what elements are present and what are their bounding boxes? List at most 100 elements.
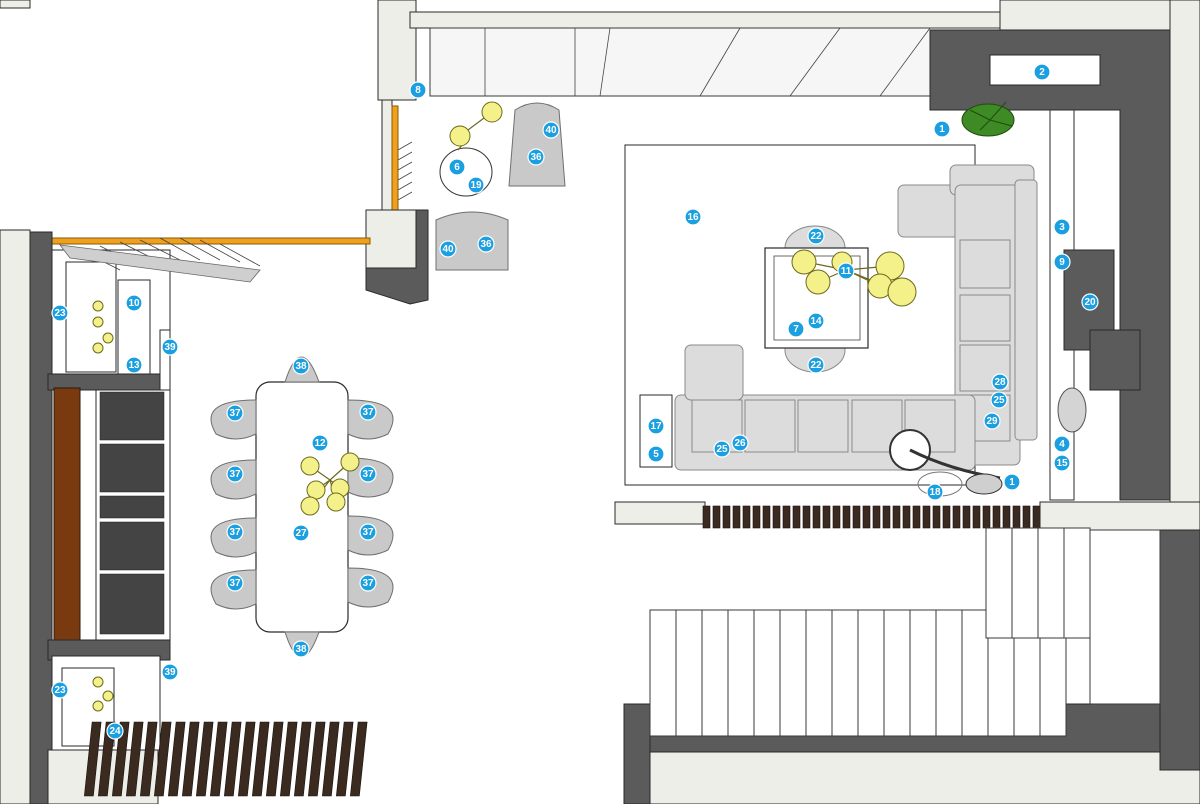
tag-number: 37 (362, 527, 374, 538)
stair-tread (805, 609, 833, 737)
divider-slat (862, 505, 871, 529)
bench-slat (182, 721, 200, 797)
divider-slat (1022, 505, 1031, 529)
label-tag-2: 2 (1033, 63, 1051, 81)
label-tag-37: 37 (226, 465, 244, 483)
stair-tread (1011, 527, 1039, 639)
divider-slat (722, 505, 731, 529)
bench-slat (252, 721, 270, 797)
tag-badge (837, 262, 855, 280)
tag-badge (1033, 63, 1051, 81)
tag-number: 9 (1059, 257, 1065, 268)
bench-slat (280, 721, 298, 797)
tag-number: 27 (295, 528, 307, 539)
label-tag-25: 25 (990, 391, 1008, 409)
divider-slat (1002, 505, 1011, 529)
tag-number: 23 (54, 308, 66, 319)
tag-badge (292, 640, 310, 658)
divider-slat (952, 505, 961, 529)
stair-tread (935, 609, 963, 737)
bench-slat (336, 721, 354, 797)
label-tag-37: 37 (226, 404, 244, 422)
right-upper-wall (929, 0, 1200, 521)
divider-slat (992, 505, 1001, 529)
label-tag-37: 37 (359, 523, 377, 541)
label-tag-38: 38 (292, 357, 310, 375)
tag-number: 13 (128, 360, 140, 371)
tag-number: 28 (994, 377, 1006, 388)
tag-badge (647, 445, 665, 463)
stair-tread (961, 609, 989, 737)
tag-badge (1053, 253, 1071, 271)
bench-slat (210, 721, 228, 797)
tag-badge (477, 235, 495, 253)
divider-slat (922, 505, 931, 529)
tag-badge (807, 356, 825, 374)
label-tag-9: 9 (1053, 253, 1071, 271)
label-tag-39: 39 (161, 338, 179, 356)
divider-slats (702, 505, 1041, 529)
tag-badge (51, 304, 69, 322)
tag-badge (731, 434, 749, 452)
tag-badge (1003, 473, 1021, 491)
label-tag-7: 7 (787, 320, 805, 338)
wall-sconces (92, 300, 114, 712)
tag-number: 17 (650, 421, 662, 432)
divider-slat (932, 505, 941, 529)
divider-slat (842, 505, 851, 529)
bench-slat (350, 721, 368, 797)
entry-wall (365, 99, 429, 305)
shoe-rack-hatch (397, 141, 413, 201)
divider-slat (942, 505, 951, 529)
tag-badge (106, 722, 124, 740)
label-tag-27: 27 (292, 524, 310, 542)
tag-number: 22 (810, 231, 822, 242)
tag-number: 12 (314, 438, 326, 449)
label-tag-13: 13 (125, 356, 143, 374)
divider-slat (962, 505, 971, 529)
bench-slat (140, 721, 158, 797)
bench-slat (112, 721, 130, 797)
bench-slat (238, 721, 256, 797)
tag-number: 39 (164, 342, 176, 353)
stair-tread (675, 609, 703, 737)
label-tag-23: 23 (51, 681, 69, 699)
tag-number: 7 (793, 324, 799, 335)
label-tag-28: 28 (991, 373, 1009, 391)
floor-lamp-arc (889, 429, 1003, 497)
stair-landing (1089, 529, 1161, 705)
divider-slat (882, 505, 891, 529)
label-tag-29: 29 (983, 412, 1001, 430)
stairs-upper (985, 527, 1161, 705)
tag-number: 19 (470, 180, 482, 191)
label-tag-10: 10 (125, 294, 143, 312)
tag-number: 40 (442, 244, 454, 255)
tag-badge (1053, 454, 1071, 472)
label-tag-38: 38 (292, 640, 310, 658)
tag-badge (359, 523, 377, 541)
top-partition (377, 0, 1200, 101)
label-tag-40: 40 (542, 121, 560, 139)
divider-slat (752, 505, 761, 529)
tag-badge (1053, 218, 1071, 236)
divider-slat (802, 505, 811, 529)
bench-slat (294, 721, 312, 797)
tag-number: 37 (362, 407, 374, 418)
tag-badge (125, 294, 143, 312)
tag-badge (713, 440, 731, 458)
tag-number: 14 (810, 316, 822, 327)
tag-number: 2 (1039, 67, 1045, 78)
tag-number: 37 (229, 469, 241, 480)
tag-badge (684, 208, 702, 226)
tag-number: 6 (454, 162, 460, 173)
tag-badge (226, 404, 244, 422)
label-tag-24: 24 (106, 722, 124, 740)
stair-tread (909, 609, 937, 737)
tag-number: 18 (929, 487, 941, 498)
label-tag-18: 18 (926, 483, 944, 501)
label-tag-17: 17 (647, 417, 665, 435)
divider-slat (702, 505, 711, 529)
tag-badge (542, 121, 560, 139)
tag-number: 39 (164, 667, 176, 678)
divider-slat (762, 505, 771, 529)
